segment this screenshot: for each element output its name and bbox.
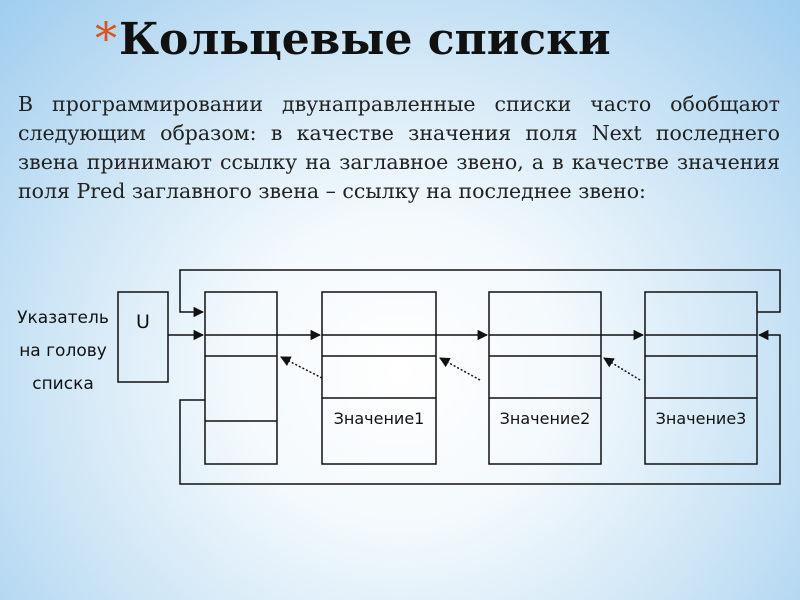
circular-next-link: [179, 269, 781, 318]
node-2-value: Значение2: [500, 409, 591, 428]
pred-arrow-node2-to-node1: [439, 357, 481, 381]
header-node: [204, 291, 278, 465]
pointer-label-line-2: на голову: [19, 341, 107, 361]
circular-pred-link: [179, 329, 781, 485]
node-3-value: Значение3: [656, 409, 747, 428]
title-text: Кольцевые списки: [119, 14, 611, 65]
pointer-label-line-3: списка: [32, 374, 94, 394]
description-paragraph: В программировании двунаправленные списк…: [18, 92, 780, 203]
list-node-3: [644, 291, 758, 465]
pointer-label-line-1: Указатель: [17, 308, 109, 328]
slide-title: *Кольцевые списки: [95, 14, 611, 67]
pointer-box-label: U: [136, 311, 150, 333]
pointer-box: [117, 291, 169, 383]
pred-arrow-node1-to-header: [280, 356, 323, 379]
list-node-1: [321, 291, 437, 465]
node-1-value: Значение1: [334, 409, 425, 428]
title-bullet: *: [95, 14, 117, 65]
pred-arrow-node3-to-node2: [603, 357, 641, 381]
list-node-2: [488, 291, 602, 465]
